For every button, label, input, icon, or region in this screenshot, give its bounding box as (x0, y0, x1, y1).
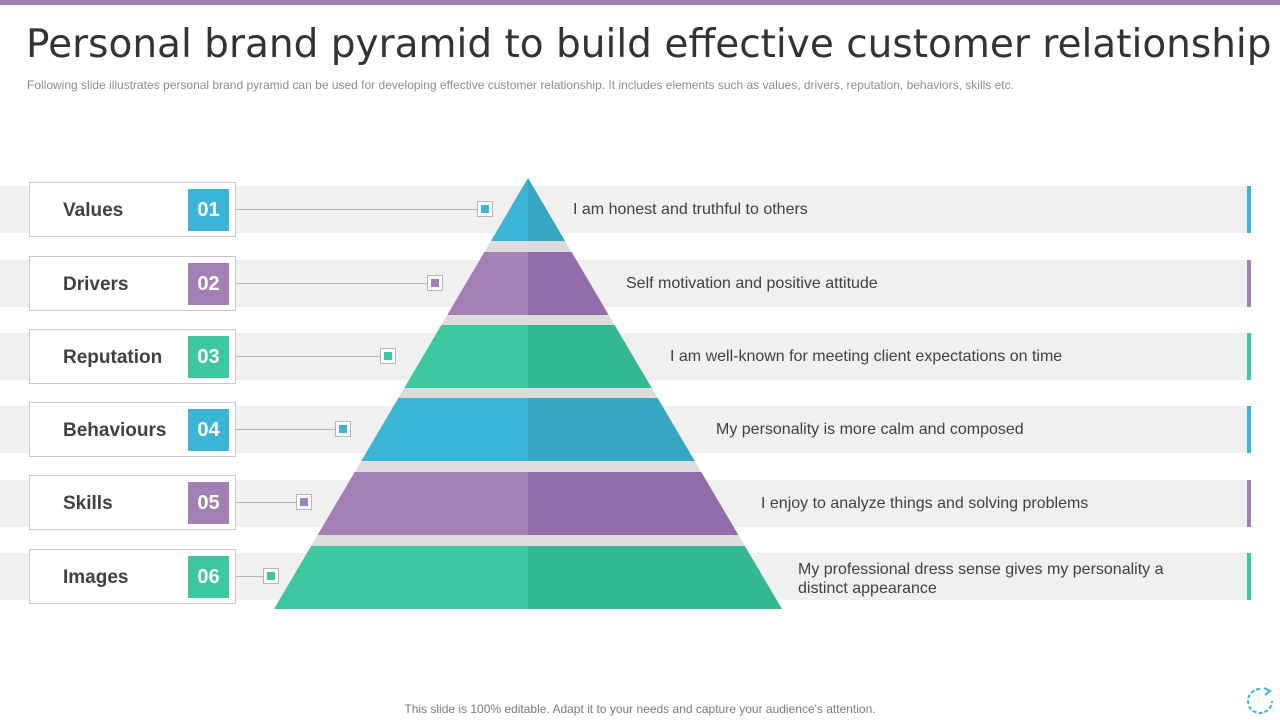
connector-marker (477, 201, 493, 217)
pyramid-layer-4-left (361, 398, 528, 461)
connector-line (236, 356, 380, 357)
level-label-box-images: Images 06 (29, 549, 236, 604)
pyramid-layer-3-left (404, 325, 528, 388)
level-label-box-drivers: Drivers 02 (29, 256, 236, 311)
description-band-edge (1247, 186, 1251, 233)
connector-marker (380, 348, 396, 364)
pyramid-gap-4 (354, 461, 702, 472)
connector-line (236, 576, 263, 577)
pyramid-layer-5-right (528, 472, 739, 535)
pyramid-layer-1-left (490, 178, 528, 241)
pyramid-layer-6-right (528, 546, 782, 609)
description-band-edge (1247, 260, 1251, 307)
level-label: Values (63, 200, 124, 221)
description-band-edge (1247, 406, 1251, 453)
level-description: My professional dress sense gives my per… (798, 561, 1164, 597)
footer-note: This slide is 100% editable. Adapt it to… (404, 702, 876, 716)
level-number-badge: 03 (188, 336, 229, 378)
connector-marker-fill (384, 352, 392, 360)
level-label-box-behaviours: Behaviours 04 (29, 402, 236, 457)
level-label: Drivers (63, 274, 129, 295)
connector-marker (296, 494, 312, 510)
pyramid-layer-1-right (528, 178, 566, 241)
level-label-box-values: Values 01 (29, 182, 236, 237)
level-label-box-skills: Skills 05 (29, 475, 236, 530)
connector-marker-fill (300, 498, 308, 506)
level-number-badge: 02 (188, 263, 229, 305)
level-label: Behaviours (63, 420, 167, 441)
connector-marker-fill (431, 279, 439, 287)
pyramid-gap-5 (311, 535, 745, 546)
slide-title: Personal brand pyramid to build effectiv… (26, 22, 1272, 67)
pyramid-layer-6-left (274, 546, 528, 609)
top-accent-bar (0, 0, 1280, 5)
level-label: Reputation (63, 347, 163, 368)
level-description: Self motivation and positive attitude (626, 275, 878, 292)
level-label: Images (63, 567, 129, 588)
pyramid-layer-5-left (317, 472, 528, 535)
connector-marker (427, 275, 443, 291)
level-label: Skills (63, 493, 113, 514)
level-number-badge: 05 (188, 482, 229, 524)
connector-marker-fill (267, 572, 275, 580)
pyramid-layer-2-left (447, 252, 528, 315)
slide-subtitle: Following slide illustrates personal bra… (27, 78, 1014, 92)
pyramid-layer-4-right (528, 398, 695, 461)
level-number-badge: 04 (188, 409, 229, 451)
pyramid-gap-3 (398, 388, 658, 398)
connector-marker-fill (339, 425, 347, 433)
connector-line (236, 283, 427, 284)
connector-marker-fill (481, 205, 489, 213)
refresh-icon[interactable] (1244, 685, 1276, 717)
pyramid-gap-2 (441, 315, 615, 325)
connector-line (236, 429, 335, 430)
pyramid-layer-2-right (528, 252, 609, 315)
description-band-edge (1247, 480, 1251, 527)
level-label-box-reputation: Reputation 03 (29, 329, 236, 384)
description-band-edge (1247, 333, 1251, 380)
level-number-badge: 01 (188, 189, 229, 231)
description-band-edge (1247, 553, 1251, 600)
level-description: I am honest and truthful to others (573, 201, 808, 218)
pyramid-gap-1 (484, 241, 572, 252)
connector-line (236, 502, 296, 503)
connector-marker (263, 568, 279, 584)
connector-line (236, 209, 477, 210)
level-description: I am well-known for meeting client expec… (670, 348, 1063, 365)
level-description: I enjoy to analyze things and solving pr… (761, 495, 1089, 512)
connector-marker (335, 421, 351, 437)
pyramid-layer-3-right (528, 325, 652, 388)
level-description: My personality is more calm and composed (716, 421, 1024, 438)
level-number-badge: 06 (188, 556, 229, 598)
